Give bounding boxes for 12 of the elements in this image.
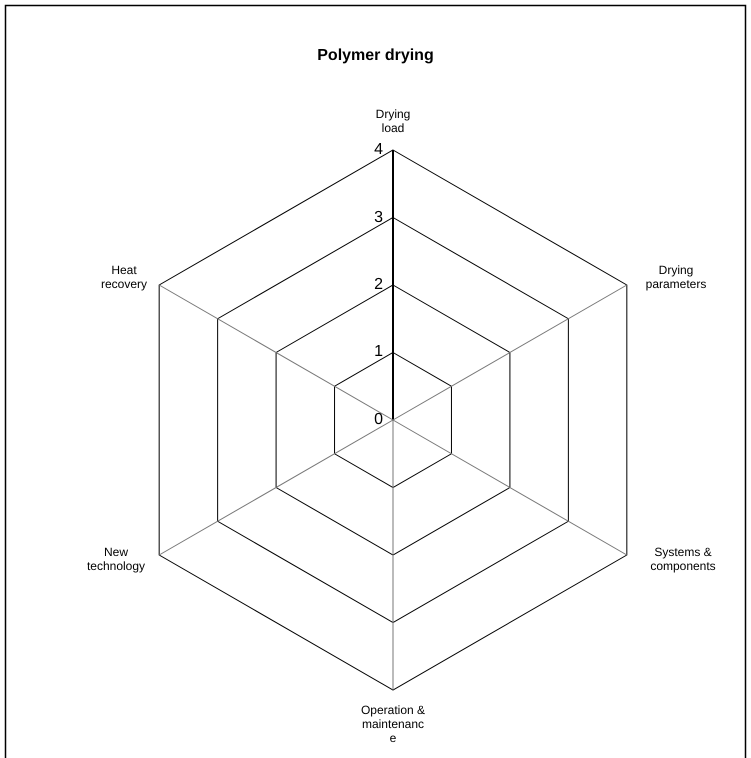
- axis-label: Operation & maintenance: [360, 703, 426, 745]
- tick-label: 2: [373, 276, 383, 294]
- chart-title: Polymer drying: [316, 46, 435, 66]
- axis-label: Systems & components: [649, 545, 717, 573]
- axis-label: Drying load: [374, 107, 412, 135]
- tick-label: 3: [373, 209, 383, 227]
- tick-label: 1: [373, 343, 383, 361]
- axis-label: Drying parameters: [644, 263, 708, 291]
- axis-label: New technology: [86, 545, 146, 573]
- axis-label: Heat recovery: [100, 263, 148, 291]
- tick-label: 0: [373, 411, 383, 429]
- tick-label: 4: [373, 141, 383, 159]
